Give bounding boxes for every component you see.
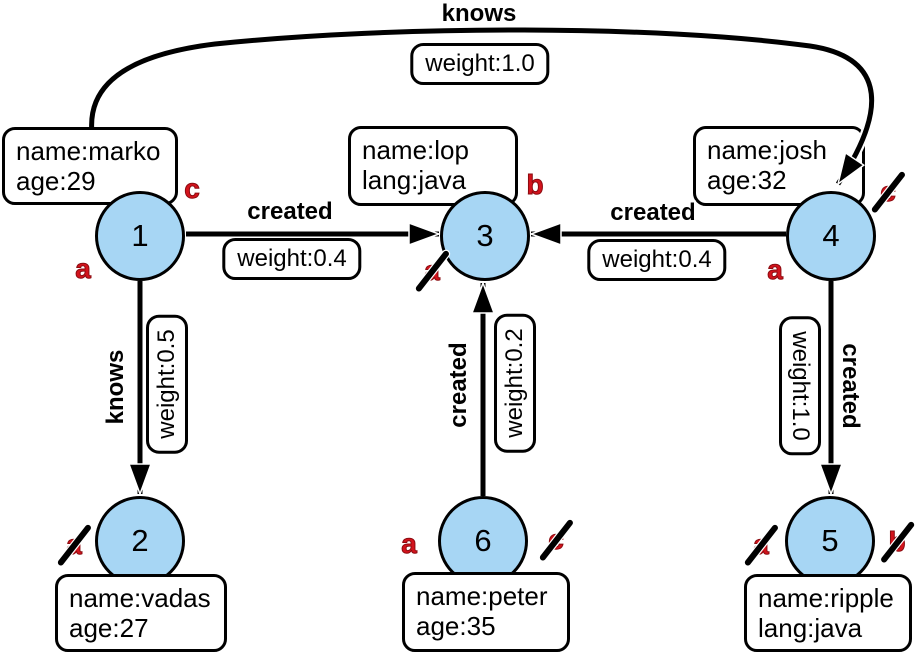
vertex-2: 2	[95, 496, 185, 586]
property-line: age:27	[69, 613, 149, 643]
property-line: age:29	[16, 166, 96, 196]
property-line: name:peter	[416, 581, 548, 611]
property-box-ripple: name:ripple lang:java	[744, 574, 912, 652]
property-line: name:ripple	[758, 583, 894, 613]
edge-label-created-4-3: created	[610, 199, 696, 226]
edge-knows-1-4	[89, 27, 875, 197]
vertex-1-label: 1	[131, 218, 149, 253]
step-label-a-vertex-6: a	[401, 528, 418, 560]
property-line: lang:java	[362, 165, 467, 195]
step-label-c-vertex-1: c	[184, 173, 201, 205]
step-label-a-vertex-4: a	[767, 254, 784, 286]
edge-label-created-6-3: created	[445, 342, 472, 428]
step-label-b-vertex-5-struck: b	[888, 526, 906, 558]
property-box-marko: name:marko age:29	[2, 127, 178, 205]
edge-label-created-4-5: created	[837, 343, 864, 429]
vertex-4: 4	[786, 191, 876, 281]
weight-badge-created-4-5: weight:1.0	[779, 316, 821, 456]
step-label-b-vertex-3: b	[526, 169, 544, 201]
step-label-a-vertex-1: a	[75, 253, 92, 285]
edge-label-knows-top: knows	[441, 0, 517, 27]
property-line: name:lop	[362, 135, 469, 165]
vertex-3: 3	[440, 191, 530, 281]
weight-badge-created-1-3: weight:0.4	[222, 238, 362, 280]
vertex-5: 5	[785, 496, 875, 586]
step-label-a-vertex-5-struck: a	[753, 529, 770, 561]
property-line: name:vadas	[69, 583, 211, 613]
step-label-c-vertex-6-struck: c	[548, 524, 565, 556]
vertex-1: 1	[95, 191, 185, 281]
weight-badge-knows-1-4: weight:1.0	[410, 43, 550, 85]
edge-label-knows-1-2: knows	[102, 349, 129, 425]
vertex-3-label: 3	[476, 218, 494, 253]
step-label-a-vertex-3-struck: a	[424, 255, 441, 287]
property-box-peter: name:peter age:35	[402, 572, 570, 652]
step-label-a-vertex-2-struck: a	[66, 529, 83, 561]
property-line: lang:java	[758, 613, 863, 643]
weight-badge-knows-1-2: weight:0.5	[146, 314, 188, 454]
property-box-lop: name:lop lang:java	[348, 126, 518, 206]
weight-badge-created-6-3: weight:0.2	[494, 313, 536, 453]
vertex-2-label: 2	[131, 523, 149, 558]
property-line: name:marko	[16, 136, 161, 166]
property-line: name:josh	[707, 135, 827, 165]
vertex-6-label: 6	[474, 523, 492, 558]
property-line: age:35	[416, 611, 496, 641]
property-box-vadas: name:vadas age:27	[55, 574, 227, 652]
vertex-4-label: 4	[822, 218, 840, 253]
step-label-c-vertex-4-struck: c	[880, 176, 897, 208]
edge-label-created-1-3: created	[247, 198, 333, 225]
weight-badge-created-4-3: weight:0.4	[587, 239, 727, 281]
vertex-5-label: 5	[821, 523, 839, 558]
property-line: age:32	[707, 165, 787, 195]
